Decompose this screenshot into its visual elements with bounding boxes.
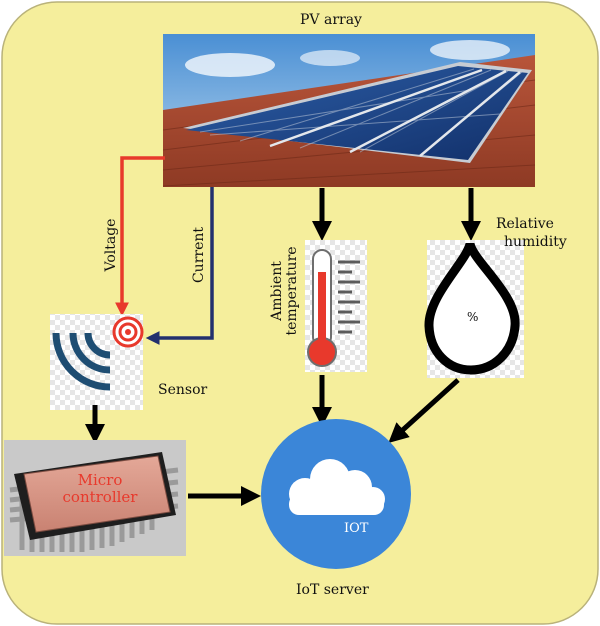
micro-line2: controller: [62, 488, 138, 507]
iot-server-label: IoT server: [296, 582, 369, 598]
voltage-arrow: [115, 156, 165, 317]
relative-humidity-label: Relative humidity: [496, 216, 567, 251]
micro-line1: Micro: [77, 471, 123, 489]
humidity-percent-label: %: [467, 310, 479, 324]
voltage-label: Voltage: [103, 218, 119, 272]
ambient-temperature-label: Ambient temperature: [269, 245, 306, 337]
solar-panel-photo: [162, 34, 536, 187]
sensor-signal-icon: [50, 314, 144, 410]
pv-array-label: PV array: [300, 12, 362, 28]
iot-server: [261, 419, 411, 569]
current-arrow: [145, 187, 214, 345]
cloud-icon: [289, 459, 385, 515]
water-drop-icon: [424, 240, 524, 378]
microcontroller-chip-icon: [4, 440, 186, 556]
microcontroller-label: Micro controller: [52, 471, 148, 507]
thermometer-icon: [305, 240, 367, 372]
ambient-line1: Ambient: [269, 261, 285, 321]
relative-line2: humidity: [504, 233, 567, 250]
sensor-label: Sensor: [158, 382, 208, 398]
humidity-to-iot-arrow: [388, 378, 460, 444]
iot-cloud-label: IOT: [344, 521, 369, 536]
ambient-line2: temperature: [284, 246, 301, 336]
relative-line1: Relative: [496, 216, 554, 232]
current-label: Current: [191, 226, 207, 284]
